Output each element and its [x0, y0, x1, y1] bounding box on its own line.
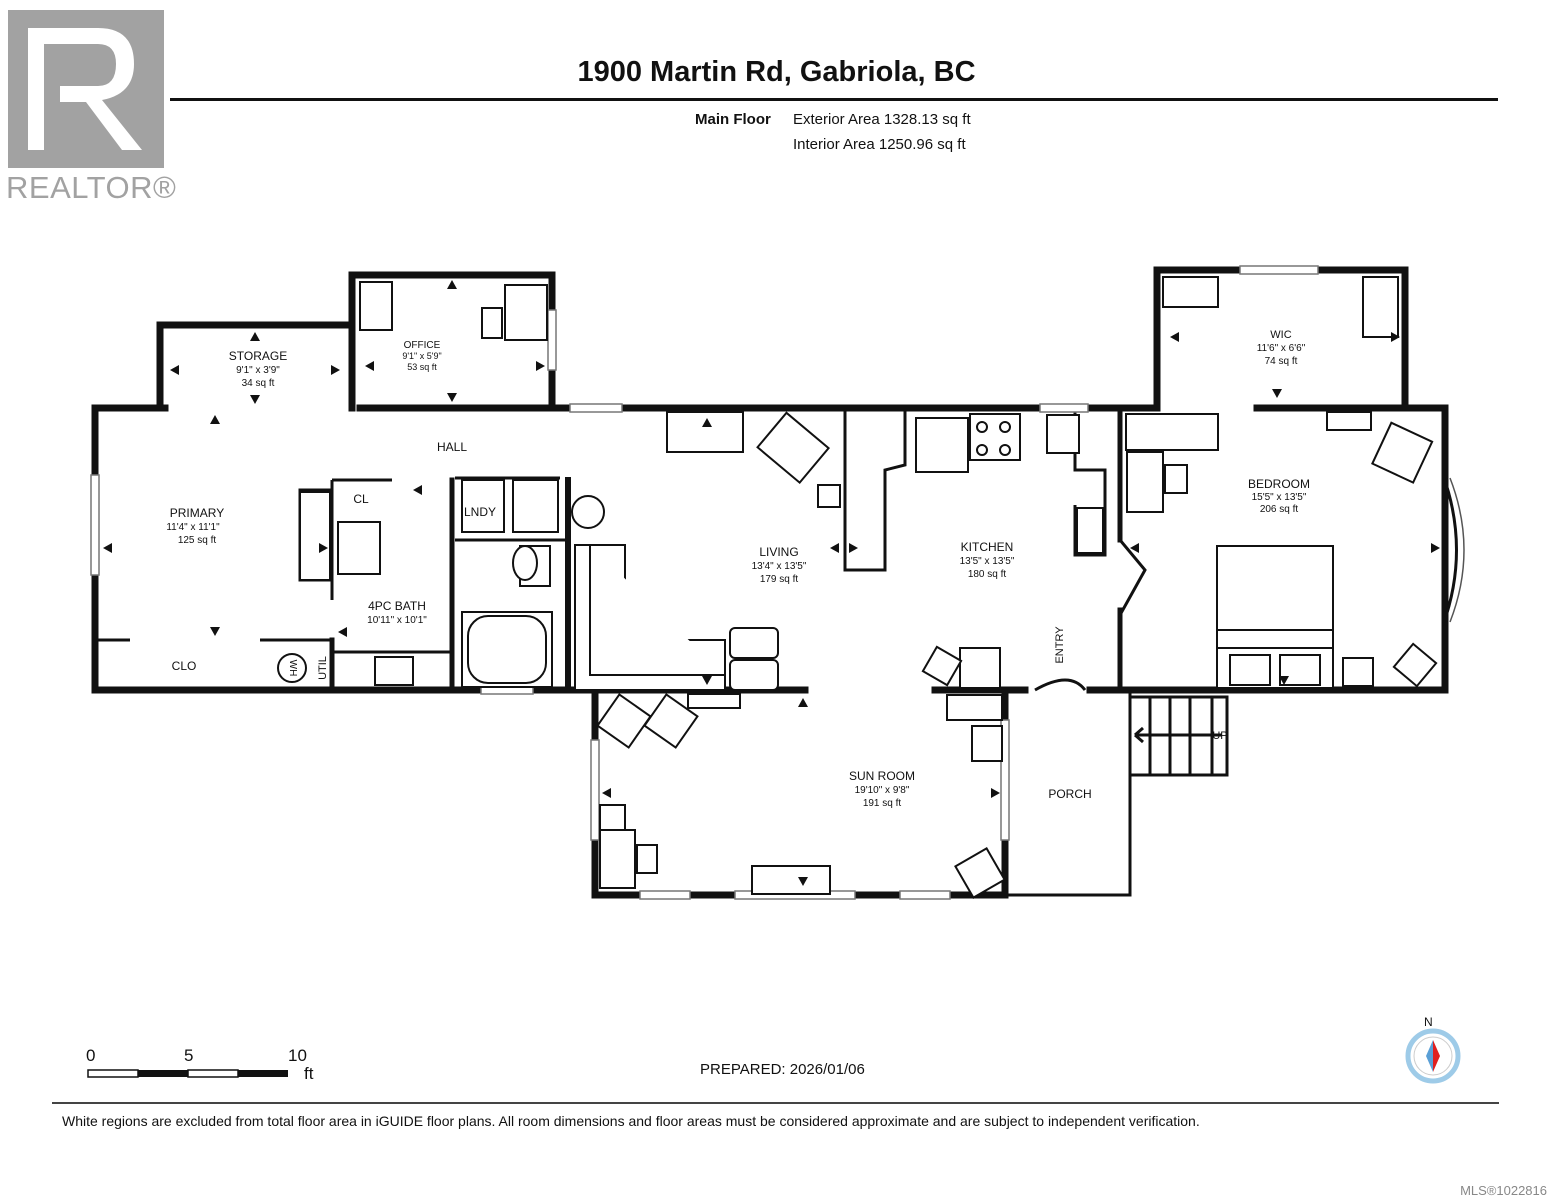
realtor-logo [8, 10, 164, 168]
lndy-label: LNDY [464, 505, 496, 519]
footer-rule [52, 1102, 1499, 1104]
compass-icon: N [1405, 1015, 1461, 1084]
living-name: LIVING [759, 545, 798, 559]
kitchen-name: KITCHEN [961, 540, 1014, 554]
page-title: 1900 Martin Rd, Gabriola, BC [577, 56, 976, 88]
exterior-area: Exterior Area 1328.13 sq ft [793, 111, 971, 128]
scale-0: 0 [86, 1046, 96, 1065]
living-dims: 13'4" x 13'5" [752, 561, 807, 572]
storage-name: STORAGE [229, 349, 287, 363]
hall-label: HALL [437, 440, 467, 454]
bedroom-dims: 15'5" x 13'5" [1252, 492, 1307, 503]
disclaimer: White regions are excluded from total fl… [62, 1113, 1200, 1129]
wic-name: WIC [1270, 329, 1291, 341]
bath-dims: 10'11" x 10'1" [367, 615, 427, 626]
kitchen-dims: 13'5" x 13'5" [960, 556, 1015, 567]
mls-number: MLS®1022816 [1460, 1183, 1547, 1198]
bedroom-area: 206 sq ft [1260, 504, 1299, 515]
cl-label: CL [353, 492, 369, 506]
primary-dims: 11'4" x 11'1" [166, 522, 220, 533]
storage-dims: 9'1" x 3'9" [236, 365, 280, 376]
util-label: UTIL [317, 656, 329, 680]
header-rule [170, 98, 1498, 101]
compass-north: N [1424, 1015, 1433, 1029]
entry-label: ENTRY [1054, 626, 1066, 664]
realtor-wordmark: REALTOR® [6, 170, 177, 205]
office-area: 53 sq ft [407, 362, 437, 372]
floor-label: Main Floor [695, 111, 771, 128]
sunroom-name: SUN ROOM [849, 769, 915, 783]
office-dims: 9'1" x 5'9" [402, 351, 441, 361]
scale-5: 5 [184, 1046, 194, 1065]
up-label: UP [1212, 730, 1227, 742]
primary-name: PRIMARY [170, 506, 224, 520]
primary-area: 125 sq ft [178, 535, 217, 546]
sunroom-area: 191 sq ft [863, 798, 902, 809]
office-name: OFFICE [404, 340, 441, 351]
bath-name: 4PC BATH [368, 599, 426, 613]
scale-10: 10 [288, 1046, 307, 1065]
scale-bar [87, 1069, 288, 1078]
porch-label: PORCH [1048, 787, 1091, 801]
living-area: 179 sq ft [760, 574, 799, 585]
wh-label: WH [287, 660, 298, 677]
bedroom-name: BEDROOM [1248, 477, 1310, 491]
clo-label: CLO [172, 659, 197, 673]
sunroom-dims: 19'10" x 9'8" [855, 785, 910, 796]
wic-area: 74 sq ft [1265, 356, 1298, 367]
storage-area: 34 sq ft [242, 378, 275, 389]
interior-area: Interior Area 1250.96 sq ft [793, 136, 966, 153]
prepared-date: PREPARED: 2026/01/06 [700, 1061, 865, 1078]
scale-unit: ft [304, 1064, 314, 1083]
kitchen-area: 180 sq ft [968, 569, 1007, 580]
wic-dims: 11'6" x 6'6" [1257, 343, 1306, 354]
